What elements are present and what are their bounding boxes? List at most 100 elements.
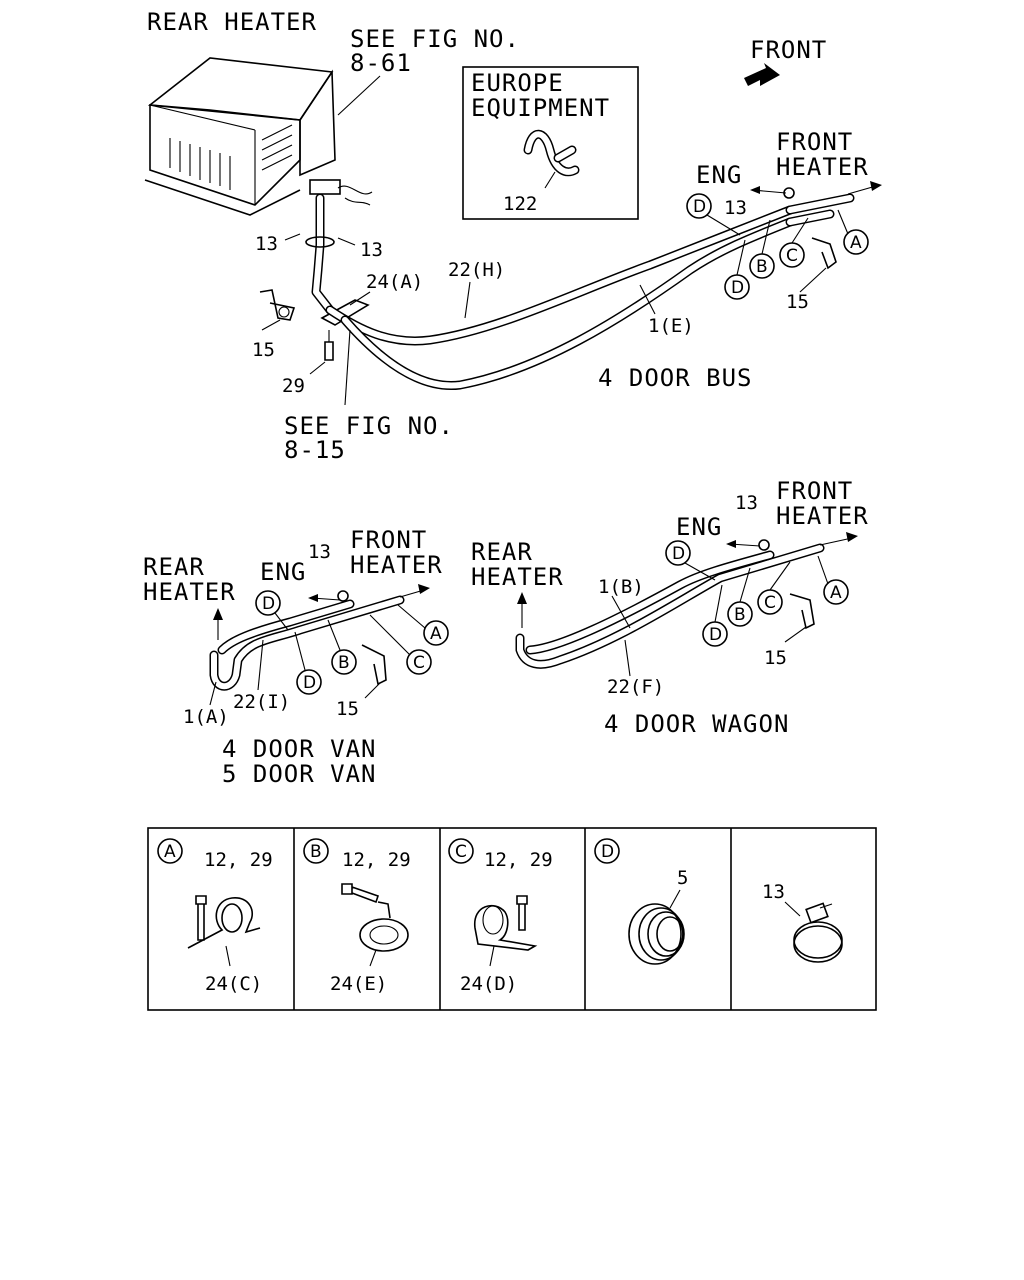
arrow-icon: [750, 186, 760, 194]
part-13-label: 13: [724, 197, 747, 219]
part-12-29-label: 12, 29: [342, 849, 411, 871]
front-arrow-icon: [744, 63, 780, 86]
detail-clamp-13: 13: [762, 881, 843, 963]
front-heater-label: HEATER: [776, 153, 869, 181]
svg-text:D: D: [731, 278, 744, 298]
detail-d: D 5: [594, 838, 688, 965]
svg-text:D: D: [693, 197, 706, 217]
part-24a-label: 24(A): [366, 271, 423, 293]
callout-d: D: [702, 621, 728, 647]
callout-d: D: [255, 590, 281, 616]
arrow-icon: [846, 532, 858, 542]
part-24e-label: 24(E): [330, 973, 387, 995]
europe-equipment-box: [462, 66, 639, 220]
variant-label: 4 DOOR VAN: [222, 735, 377, 763]
callout-c: C: [757, 589, 783, 615]
svg-text:B: B: [734, 605, 746, 625]
variant-label: 5 DOOR VAN: [222, 760, 377, 788]
svg-text:D: D: [262, 594, 275, 614]
front-heater-label: FRONT: [776, 477, 853, 505]
eng-label: ENG: [696, 161, 742, 189]
detail-b: B 12, 29 24(E): [303, 838, 411, 995]
part-1e-label: 1(E): [648, 315, 694, 337]
part-24c-label: 24(C): [205, 973, 262, 995]
svg-text:B: B: [310, 842, 322, 862]
part-22i-label: 22(I): [233, 691, 290, 713]
van-section: REAR HEATER ENG 13 FRONT HEATER D D B C …: [143, 526, 449, 788]
svg-text:C: C: [764, 593, 776, 613]
front-heater-label: HEATER: [776, 502, 869, 530]
arrow-icon: [213, 608, 223, 620]
see-fig-number: 8-61: [350, 49, 412, 77]
front-label: FRONT: [750, 36, 827, 64]
svg-text:A: A: [830, 583, 842, 603]
part-24d-label: 24(D): [460, 973, 517, 995]
part-15-label: 15: [252, 339, 275, 361]
see-fig-label: SEE FIG NO.: [284, 412, 454, 440]
callout-b: B: [331, 649, 357, 675]
svg-text:B: B: [756, 257, 768, 277]
front-heater-label: HEATER: [350, 551, 443, 579]
svg-text:A: A: [164, 842, 176, 862]
callout-d: D: [296, 669, 322, 695]
svg-text:C: C: [455, 842, 467, 862]
see-fig-number: 8-15: [284, 436, 346, 464]
svg-text:C: C: [786, 246, 798, 266]
detail-c: C 12, 29 24(D): [448, 838, 553, 995]
svg-text:A: A: [430, 624, 442, 644]
rear-heater-label: REAR: [143, 553, 205, 581]
svg-text:D: D: [672, 544, 685, 564]
eng-label: ENG: [260, 558, 306, 586]
eng-label: ENG: [676, 513, 722, 541]
arrow-icon: [517, 592, 527, 604]
part-13-label: 13: [308, 541, 331, 563]
arrow-icon: [308, 594, 318, 602]
part-29-label: 29: [282, 375, 305, 397]
arrow-icon: [418, 584, 430, 594]
svg-text:D: D: [709, 625, 722, 645]
rear-heater-unit: [144, 57, 373, 216]
callout-c: C: [779, 242, 805, 268]
part-13-label: 13: [255, 233, 278, 255]
svg-text:D: D: [303, 673, 316, 693]
callout-d: D: [724, 274, 750, 300]
svg-text:D: D: [601, 842, 614, 862]
europe-label: EUROPE: [471, 69, 564, 97]
svg-text:A: A: [850, 233, 862, 253]
callout-c: C: [406, 649, 432, 675]
callout-b: B: [727, 601, 753, 627]
callout-a: A: [843, 229, 869, 255]
variant-label: 4 DOOR WAGON: [604, 710, 789, 738]
front-heater-label: FRONT: [776, 128, 853, 156]
rear-heater-label: HEATER: [143, 578, 236, 606]
part-15-label: 15: [336, 698, 359, 720]
part-1a-label: 1(A): [183, 706, 229, 728]
svg-text:B: B: [338, 653, 350, 673]
part-13-label: 13: [762, 881, 785, 903]
svg-text:C: C: [413, 653, 425, 673]
part-15-label: 15: [764, 647, 787, 669]
callout-a: A: [423, 620, 449, 646]
callout-d: D: [665, 540, 691, 566]
callout-d: D: [686, 193, 712, 219]
part-1b-label: 1(B): [598, 576, 644, 598]
part-13-label: 13: [360, 239, 383, 261]
part-22f-label: 22(F): [607, 676, 664, 698]
see-fig-label: SEE FIG NO.: [350, 25, 520, 53]
rear-heater-label: REAR: [471, 538, 533, 566]
part-15-label: 15: [786, 291, 809, 313]
variant-label: 4 DOOR BUS: [598, 364, 753, 392]
rear-heater-label: REAR HEATER: [147, 8, 317, 36]
rear-heater-label: HEATER: [471, 563, 564, 591]
arrow-icon: [870, 181, 882, 191]
part-22h-label: 22(H): [448, 259, 505, 281]
front-heater-label: FRONT: [350, 526, 427, 554]
part-5-label: 5: [677, 867, 688, 889]
part-13-label: 13: [735, 492, 758, 514]
detail-table: A 12, 29 24(C) B 12, 29 24(E) C 12, 29: [147, 827, 877, 1011]
callout-a: A: [823, 579, 849, 605]
part-12-29-label: 12, 29: [484, 849, 553, 871]
callout-b: B: [749, 253, 775, 279]
bus-section: REAR HEATER SEE FIG NO. 8-61: [144, 8, 882, 464]
